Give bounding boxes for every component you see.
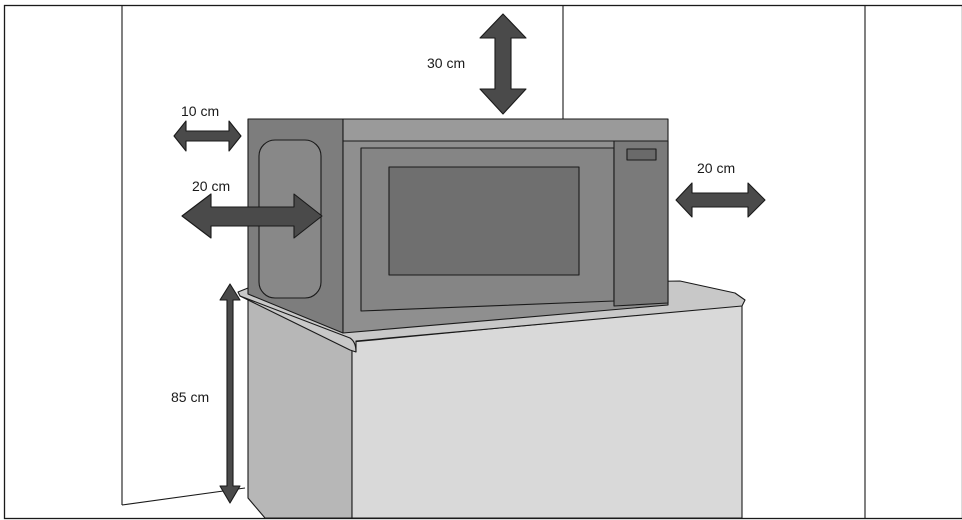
countertop-front-edge bbox=[239, 295, 357, 353]
right-clearance-label: 20 cm bbox=[697, 160, 735, 176]
room-walls bbox=[121, 5, 866, 518]
cabinet-front-panel bbox=[351, 304, 743, 519]
microwave-oven bbox=[247, 118, 669, 334]
right-clearance-arrow bbox=[675, 182, 766, 218]
clearance-arrows bbox=[173, 13, 766, 504]
counter-height-label: 85 cm bbox=[171, 389, 209, 405]
left-clearance-lower-label: 20 cm bbox=[192, 178, 230, 194]
top-clearance-arrow bbox=[479, 13, 527, 115]
microwave-display bbox=[626, 148, 657, 161]
top-clearance-label: 30 cm bbox=[427, 55, 465, 71]
microwave-control-panel bbox=[613, 140, 669, 307]
left-clearance-upper-arrow bbox=[173, 120, 242, 152]
microwave-window bbox=[388, 166, 580, 276]
left-clearance-upper-label: 10 cm bbox=[181, 103, 219, 119]
counter-height-arrow bbox=[219, 283, 241, 504]
left-clearance-lower-arrow bbox=[181, 193, 323, 239]
microwave-top-edge bbox=[342, 118, 669, 142]
